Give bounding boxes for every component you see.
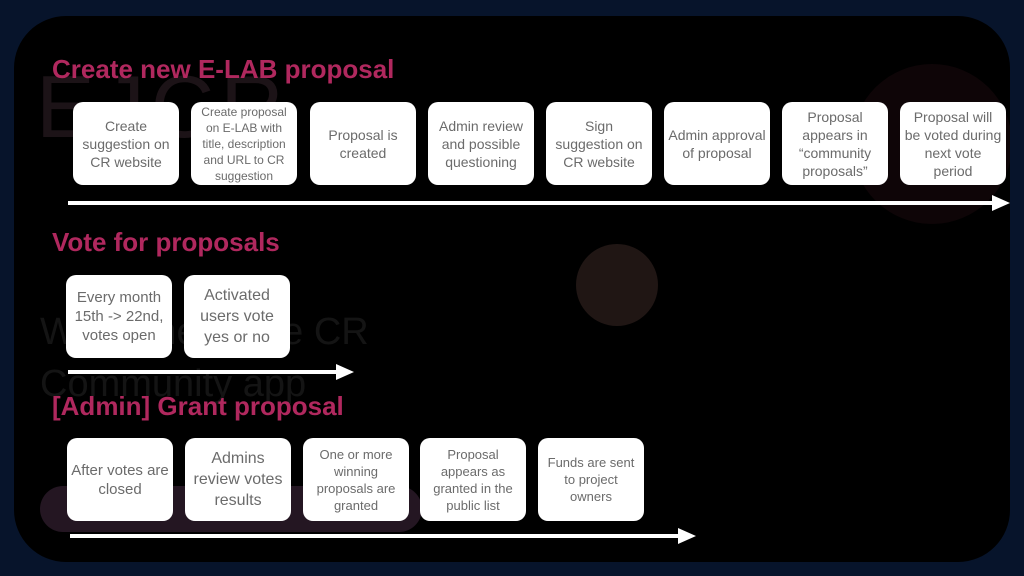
- timeline-arrow: [68, 364, 354, 380]
- step-proposal-created: Proposal is created: [310, 102, 416, 185]
- step-votes-open: Every month 15th -> 22nd, votes open: [66, 275, 172, 358]
- step-community-proposals: Proposal appears in “community proposals…: [782, 102, 888, 185]
- step-voted-next-period: Proposal will be voted during next vote …: [900, 102, 1006, 185]
- step-public-list: Proposal appears as granted in the publi…: [420, 438, 526, 521]
- step-admin-review: Admin review and possible questioning: [428, 102, 534, 185]
- section-title-grant: [Admin] Grant proposal: [52, 391, 344, 421]
- step-admin-approval: Admin approval of proposal: [664, 102, 770, 185]
- background-circle: [576, 244, 658, 326]
- step-create-proposal-elab: Create proposal on E-LAB with title, des…: [191, 102, 297, 185]
- step-review-results: Admins review votes results: [185, 438, 291, 521]
- section-title-create-proposal: Create new E-LAB proposal: [52, 54, 395, 84]
- section-title-vote: Vote for proposals: [52, 227, 280, 257]
- step-users-vote: Activated users vote yes or no: [184, 275, 290, 358]
- step-proposals-granted: One or more winning proposals are grante…: [303, 438, 409, 521]
- step-funds-sent: Funds are sent to project owners: [538, 438, 644, 521]
- step-sign-suggestion: Sign suggestion on CR website: [546, 102, 652, 185]
- timeline-arrow: [68, 195, 1010, 211]
- timeline-arrow: [70, 528, 696, 544]
- step-create-suggestion: Create suggestion on CR website: [73, 102, 179, 185]
- step-votes-closed: After votes are closed: [67, 438, 173, 521]
